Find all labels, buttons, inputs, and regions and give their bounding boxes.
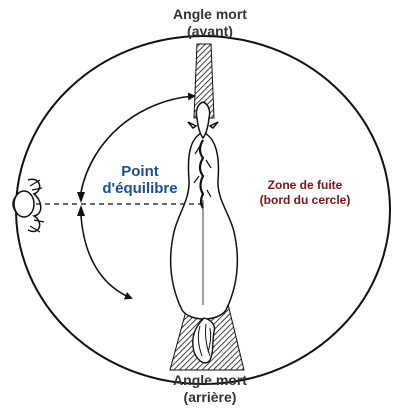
front-blind-spot-title: Angle mort bbox=[173, 6, 247, 22]
flight-zone-title: Zone de fuite bbox=[267, 178, 343, 192]
flight-zone-label: Zone de fuite (bord du cercle) bbox=[230, 178, 380, 208]
balance-point-label: Point d'équilibre bbox=[90, 163, 190, 197]
movement-arrow-backward bbox=[80, 215, 133, 300]
rear-blind-spot-subtitle: (arrière) bbox=[183, 389, 237, 405]
flight-zone-subtitle: (bord du cercle) bbox=[259, 193, 351, 207]
rear-blind-spot-label: Angle mort (arrière) bbox=[130, 372, 290, 406]
balance-point-marker bbox=[77, 192, 85, 216]
rear-blind-spot-title: Angle mort bbox=[173, 372, 247, 388]
movement-arrow-forward bbox=[80, 92, 196, 193]
front-blind-spot-label: Angle mort (avant) bbox=[130, 6, 290, 40]
handler-figure bbox=[12, 178, 45, 233]
balance-point-subtitle: d'équilibre bbox=[102, 180, 178, 197]
front-blind-spot-subtitle: (avant) bbox=[187, 23, 233, 39]
horse-top-view bbox=[170, 101, 238, 364]
balance-point-title: Point bbox=[121, 163, 159, 180]
